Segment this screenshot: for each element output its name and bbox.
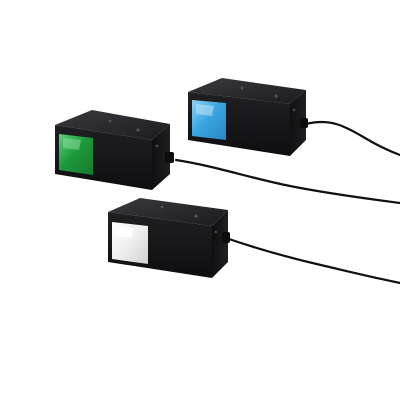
white-unit-connector [222, 232, 230, 243]
cables [174, 120, 400, 285]
blue-unit-side [290, 90, 306, 156]
white-light-unit [108, 198, 230, 278]
cable-green-unit [174, 158, 400, 205]
green-unit-top [55, 110, 170, 140]
blue-light-unit [188, 78, 308, 156]
green-light-unit [55, 110, 174, 190]
white-unit-top [108, 198, 228, 226]
green-unit-side [152, 124, 170, 190]
cable-blue-unit [304, 120, 400, 157]
cable-white-unit [224, 236, 400, 285]
blue-unit-connector [300, 118, 308, 128]
white-unit-side [212, 210, 228, 278]
green-unit-connector [165, 152, 174, 163]
